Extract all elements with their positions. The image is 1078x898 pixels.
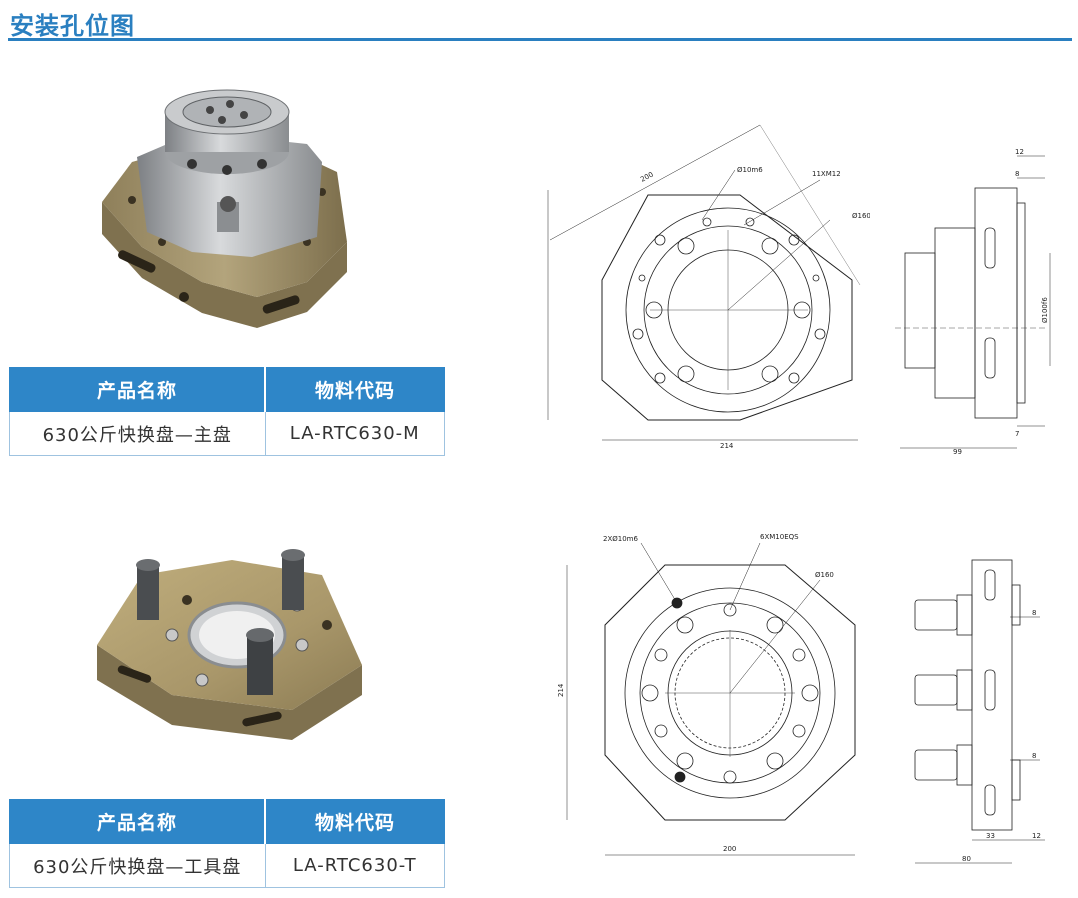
dim-height: 214	[557, 683, 565, 697]
product-name: 630公斤快换盘—主盘	[9, 411, 266, 456]
material-code: LA-RTC630-T	[264, 843, 445, 888]
side-dim-top2: 8	[1015, 170, 1019, 178]
tool-side-drawing: 8 8 33 12 80	[914, 559, 1045, 864]
tool-plate-photo	[97, 549, 362, 740]
header-material-code: 物料代码	[264, 367, 445, 412]
side-dim-d: 12	[1032, 832, 1041, 840]
dim-width: 214	[720, 442, 734, 450]
dim-thread: 6XM10EQS	[760, 533, 799, 541]
side-dim-b: 8	[1032, 752, 1036, 760]
page-title: 安装孔位图	[10, 12, 135, 40]
header-product-name: 产品名称	[9, 799, 266, 844]
material-code: LA-RTC630-M	[264, 411, 445, 456]
dim-diagonal: 200	[639, 170, 655, 183]
master-plate-table: 产品名称 物料代码 630公斤快换盘—主盘 LA-RTC630-M	[9, 367, 445, 456]
tool-front-drawing: 2XØ10m6 6XM10EQS Ø160 214 200	[557, 533, 856, 856]
header-material-code: 物料代码	[264, 799, 445, 844]
side-dim-width: 80	[962, 855, 971, 863]
side-dim-c: 33	[986, 832, 995, 840]
master-side-drawing: 12 8 Ø100f6 7 99	[895, 148, 1051, 456]
dim-width: 200	[723, 845, 736, 853]
dim-bolt-circle: Ø160	[815, 571, 834, 579]
master-front-drawing: 200 Ø10m6 11XM12 Ø160 214	[547, 124, 870, 450]
master-plate-photo	[102, 89, 347, 328]
side-dim-bottom: 7	[1015, 430, 1019, 438]
dim-bolt-circle: Ø160	[852, 212, 870, 220]
dim-pin: 2XØ10m6	[603, 535, 638, 543]
side-dim-width: 99	[953, 448, 962, 456]
product-name: 630公斤快换盘—工具盘	[9, 843, 266, 888]
side-dim-top: 12	[1015, 148, 1024, 156]
side-dim-a: 8	[1032, 609, 1036, 617]
header-product-name: 产品名称	[9, 367, 266, 412]
side-dim-bore: Ø100f6	[1041, 297, 1049, 323]
dim-pin: Ø10m6	[737, 166, 763, 174]
dim-thread: 11XM12	[812, 170, 841, 178]
tool-plate-table: 产品名称 物料代码 630公斤快换盘—工具盘 LA-RTC630-T	[9, 799, 445, 888]
title-divider	[8, 38, 1072, 41]
